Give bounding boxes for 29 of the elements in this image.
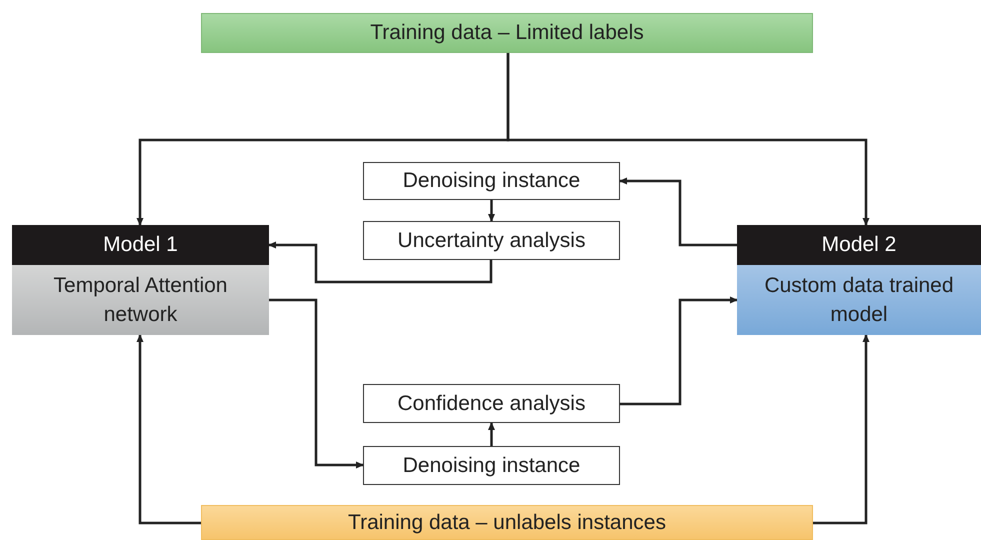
arrow (619, 178, 737, 246)
arrow (488, 422, 495, 446)
node-label: Confidence analysis (398, 390, 586, 417)
arrow (813, 334, 870, 524)
process-box (363, 384, 620, 423)
node-label: Model 2 (822, 232, 896, 258)
source-box (201, 13, 813, 53)
source-box (201, 505, 813, 540)
process-box (363, 162, 620, 200)
process-box (363, 446, 620, 485)
node-label: Temporal Attention network (52, 272, 228, 328)
node-label: Custom data trained model (763, 272, 955, 328)
node-label: Training data – Limited labels (370, 20, 644, 46)
arrow (506, 52, 870, 226)
node-label: Denoising instance (402, 452, 580, 479)
arrow (268, 242, 492, 284)
model-box (12, 265, 269, 335)
arrow (488, 200, 495, 222)
node-label: Uncertainty analysis (398, 228, 586, 254)
model-header (737, 225, 981, 265)
arrow (136, 334, 201, 524)
model-box (737, 265, 981, 335)
node-label: Training data – unlabels instances (348, 510, 666, 536)
node-label: Model 1 (103, 232, 178, 258)
model-header (12, 225, 269, 265)
arrow (269, 298, 364, 468)
node-label: Denoising instance (402, 168, 580, 194)
process-box (363, 221, 620, 260)
arrow (620, 296, 738, 406)
